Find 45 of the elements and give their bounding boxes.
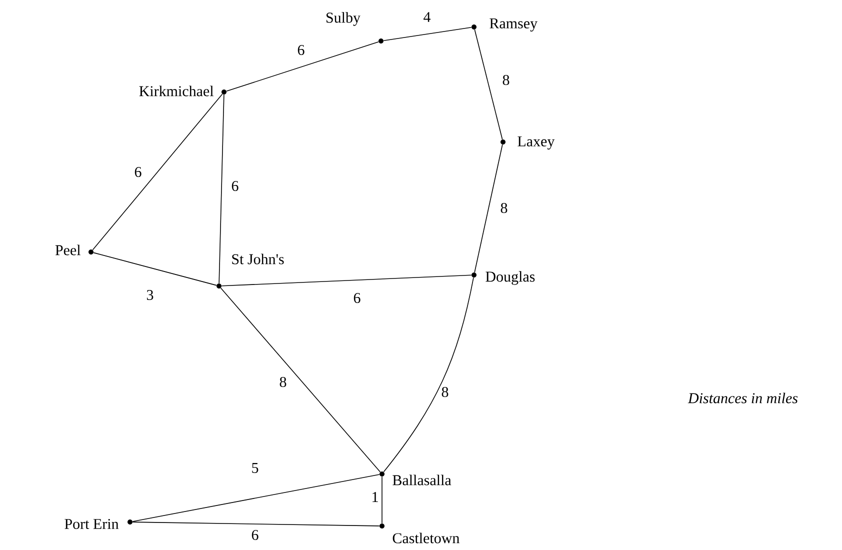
distance-label: 8 [278,376,288,388]
road-line [220,288,381,472]
town-point: Peel [55,244,94,256]
distance-label: 8 [501,74,511,86]
road-line [383,277,474,472]
node-label: St John's [232,254,284,264]
road-line [132,522,380,526]
town-point: Ramsey [472,18,538,32]
distance-label: 6 [230,180,240,192]
node-label: Laxey [518,136,555,150]
town-point: Douglas [472,271,535,285]
distance-label: 5 [250,462,260,474]
node-label: Peel [55,244,80,256]
town-point: Laxey [500,136,555,150]
road-line [226,41,379,92]
node-label: Ballasalla [392,474,452,486]
node-label: Sulby [326,12,360,26]
road-line [92,94,223,250]
road-line [474,144,503,273]
road-line [132,474,380,522]
distance-label: 6 [250,528,260,542]
road-line [474,29,503,140]
town-point: Ballasalla [380,472,452,486]
distance-label: 3 [145,288,155,302]
town-point: Castletown [380,524,460,544]
distance-label: 8 [499,202,509,214]
road-line [383,27,472,41]
town-point: Port Erin [64,518,132,530]
road-line [218,94,224,284]
distance-label: 1 [370,491,380,503]
note-text: Distances in miles [688,392,798,404]
town-point: Sulby [326,12,384,44]
distance-label: 6 [133,166,143,178]
distance-label: 8 [440,386,450,398]
node-label: Port Erin [64,518,119,530]
node-label: Castletown [392,532,460,544]
distance-label: 6 [352,292,362,304]
distance-label: 4 [422,11,432,23]
road-line [221,274,472,286]
road-line [93,252,217,286]
town-point: St John's [216,254,284,288]
town-point: Kirkmichael [139,86,226,96]
distance-label: 6 [296,44,306,56]
node-label: Ramsey [490,18,538,32]
node-label: Douglas [486,271,535,285]
